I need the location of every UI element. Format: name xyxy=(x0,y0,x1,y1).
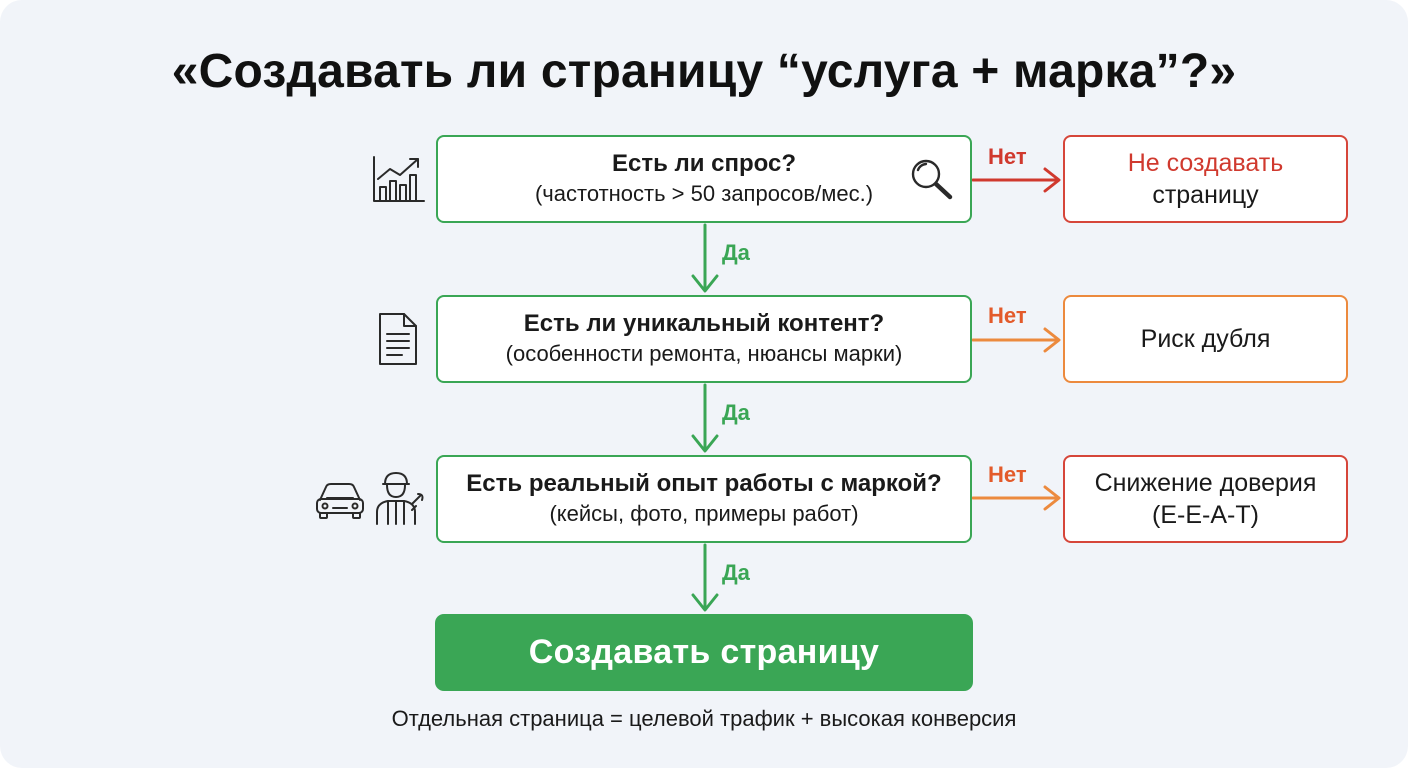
question-detail: (частотность > 50 запросов/мес.) xyxy=(534,181,874,206)
yes-arrow-2 xyxy=(691,383,719,453)
question-box-brand-experience: Есть реальный опыт работы с маркой? (кей… xyxy=(436,455,972,543)
yes-label: Да xyxy=(722,560,750,585)
no-arrow-1 xyxy=(971,167,1061,193)
footer-note: Отдельная страница = целевой трафик + вы… xyxy=(391,706,1017,731)
outcome-line: Риск дубля xyxy=(1140,325,1271,353)
outcome-line: Снижение доверия xyxy=(1094,469,1317,497)
chart-growth-icon xyxy=(373,156,425,202)
diagram-title: «Создавать ли страницу “услуга + марка”?… xyxy=(171,45,1237,98)
no-label: Нет xyxy=(988,144,1027,169)
outcome-box-trust-drop: Снижение доверия (E-E-A-T) xyxy=(1063,455,1348,543)
outcome-box-duplicate-risk: Риск дубля xyxy=(1063,295,1348,383)
question-box-unique-content: Есть ли уникальный контент? (особенности… xyxy=(436,295,972,383)
no-arrow-2 xyxy=(971,327,1061,353)
search-icon xyxy=(911,159,953,200)
final-action-box: Создавать страницу xyxy=(435,614,973,691)
outcome-box-no-page: Не создавать страницу xyxy=(1063,135,1348,223)
yes-label: Да xyxy=(722,400,750,425)
no-arrow-3 xyxy=(971,485,1061,511)
car-icon xyxy=(316,483,364,519)
question-text: Есть ли спрос? xyxy=(611,150,797,177)
outcome-line: Не создавать xyxy=(1127,149,1284,177)
no-label: Нет xyxy=(988,462,1027,487)
yes-arrow-1 xyxy=(691,223,719,293)
mechanic-icon xyxy=(376,472,424,525)
question-text: Есть ли уникальный контент? xyxy=(523,310,885,337)
question-detail: (кейсы, фото, примеры работ) xyxy=(549,501,859,526)
yes-label: Да xyxy=(722,240,750,265)
outcome-line: (E-E-A-T) xyxy=(1152,501,1259,529)
question-text: Есть реальный опыт работы с маркой? xyxy=(466,470,942,497)
no-label: Нет xyxy=(988,303,1027,328)
outcome-line: страницу xyxy=(1152,181,1259,209)
question-box-demand: Есть ли спрос? (частотность > 50 запросо… xyxy=(436,135,972,223)
yes-arrow-3 xyxy=(691,543,719,612)
question-detail: (особенности ремонта, нюансы марки) xyxy=(505,341,903,366)
document-icon xyxy=(379,313,417,365)
